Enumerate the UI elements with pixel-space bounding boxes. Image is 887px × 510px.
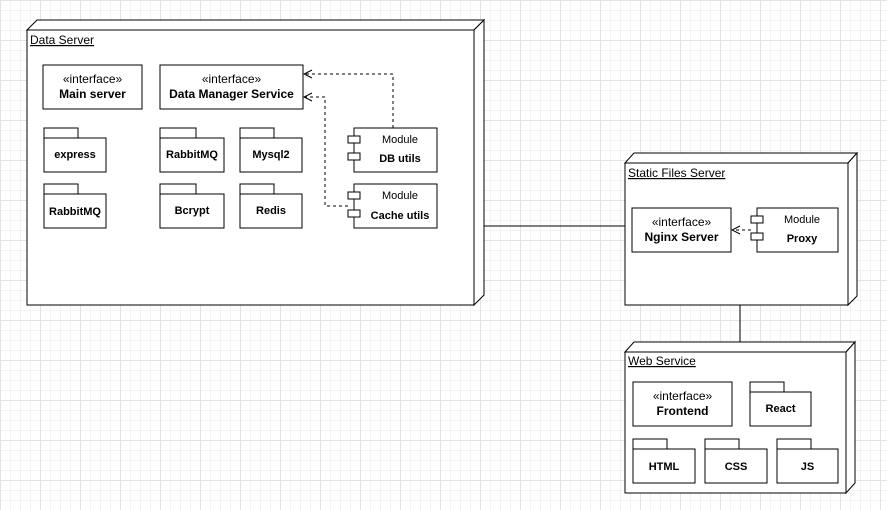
interface-name: Data Manager Service [169,87,294,101]
module-name: Proxy [787,233,818,245]
module-proxy[interactable]: Module Proxy [750,207,839,253]
module-db-utils[interactable]: Module DB utils [347,127,438,173]
module-keyword: Module [784,214,820,226]
package-mysql2[interactable]: Mysql2 [239,127,303,173]
interface-data-manager-service[interactable]: «interface» Data Manager Service [159,64,304,110]
interface-name: Main server [59,87,126,101]
package-css[interactable]: CSS [704,438,768,484]
stereotype-label: «interface» [63,72,123,86]
node-title: Static Files Server [628,166,725,180]
package-label: HTML [649,461,680,473]
package-label: JS [801,461,814,473]
package-react[interactable]: React [749,381,812,427]
stereotype-label: «interface» [652,215,712,229]
node-title: Data Server [30,33,94,47]
package-label: express [54,149,96,161]
stereotype-label: «interface» [202,72,262,86]
package-label: RabbitMQ [166,149,218,161]
module-name: DB utils [379,153,421,165]
package-label: Mysql2 [252,149,289,161]
interface-frontend[interactable]: «interface» Frontend [632,381,733,427]
package-rabbitmq[interactable]: RabbitMQ [43,183,107,229]
interface-main-server[interactable]: «interface» Main server [42,64,143,110]
interface-nginx-server[interactable]: «interface» Nginx Server [631,207,732,253]
package-label: React [766,403,796,415]
package-express[interactable]: express [43,127,107,173]
interface-name: Frontend [657,404,709,418]
package-rabbitmq[interactable]: RabbitMQ [159,127,225,173]
interface-name: Nginx Server [644,230,718,244]
package-label: RabbitMQ [49,206,101,218]
package-label: Redis [256,205,286,217]
node-title: Web Service [628,354,696,368]
module-name: Cache utils [371,210,430,222]
module-cache-utils[interactable]: Module Cache utils [347,183,438,229]
package-js[interactable]: JS [776,438,839,484]
stereotype-label: «interface» [653,389,713,403]
module-keyword: Module [382,190,418,202]
package-bcrypt[interactable]: Bcrypt [159,183,225,229]
package-label: Bcrypt [175,205,210,217]
package-label: CSS [725,461,748,473]
package-html[interactable]: HTML [632,438,696,484]
package-redis[interactable]: Redis [239,183,303,229]
dependency-db-utils-to-data-manager[interactable] [304,74,394,128]
module-keyword: Module [382,134,418,146]
